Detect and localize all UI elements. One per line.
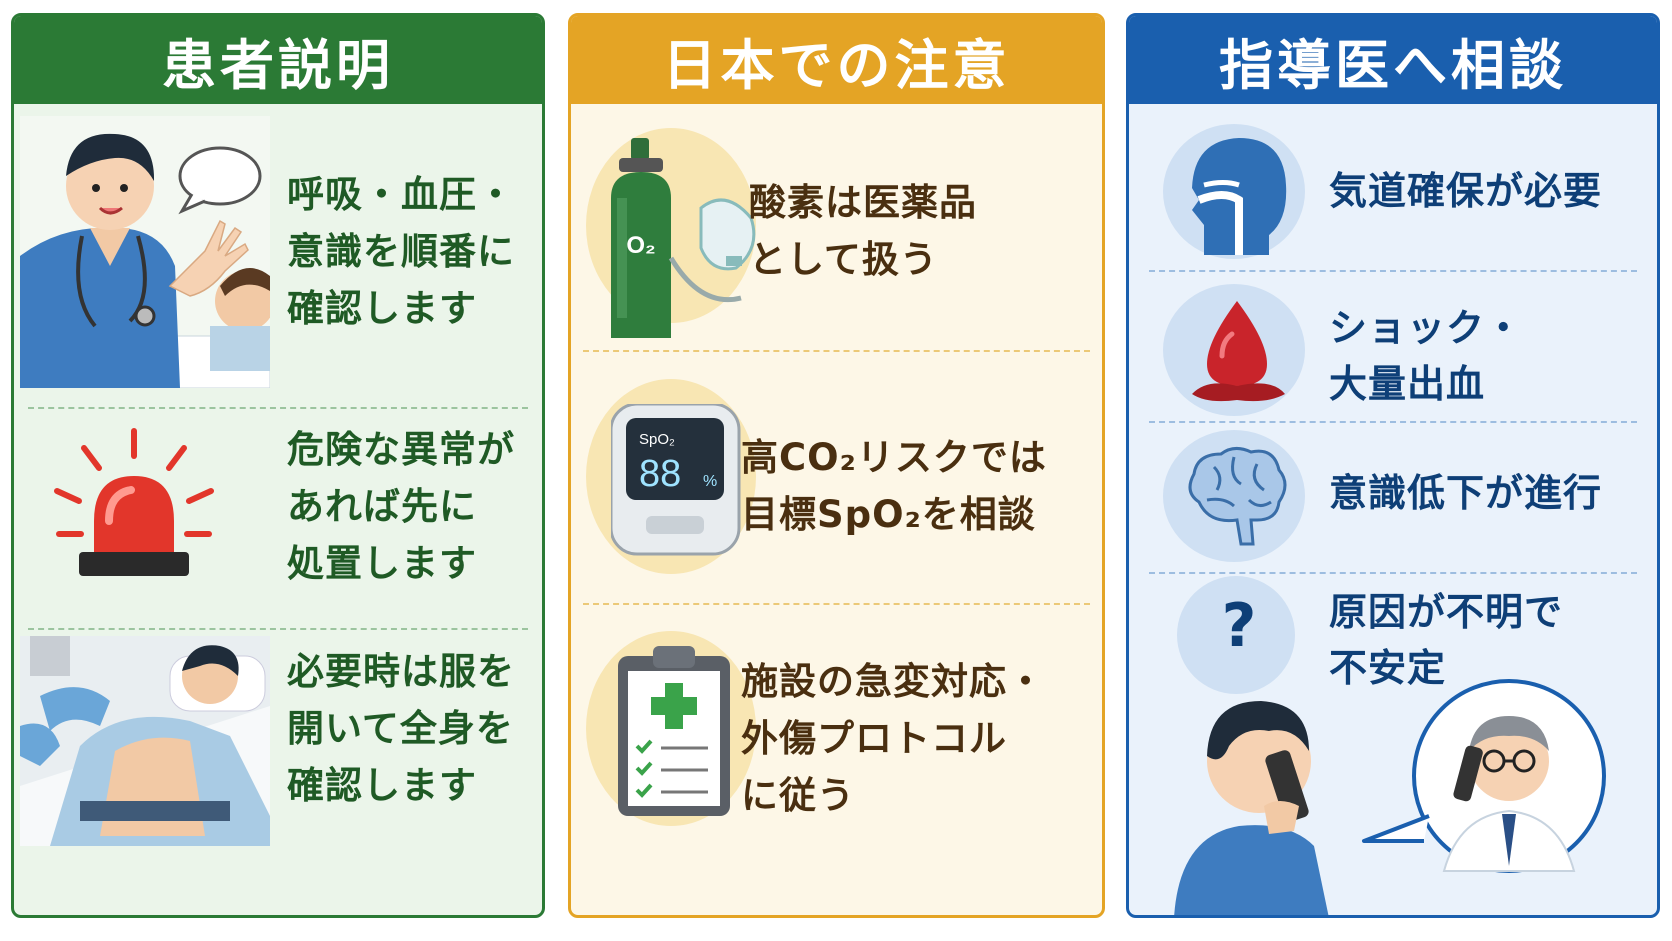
blood-drop-icon: [1187, 296, 1287, 406]
panel-title: 日本での注意: [571, 16, 1102, 104]
panel-patient-explanation: 患者説明 呼吸・血圧・: [11, 13, 545, 918]
item-text-full-body-check: 必要時は服を 開いて全身を 確認します: [287, 650, 515, 807]
icon-background: [1177, 576, 1295, 694]
alarm-light-icon: [49, 426, 214, 581]
oximeter-unit: %: [703, 473, 717, 490]
brain-icon: [1179, 442, 1294, 552]
phone-call-illustration: [1169, 656, 1639, 915]
divider: [1149, 572, 1637, 574]
clipboard-checklist-icon: [613, 641, 738, 821]
oxygen-cylinder-icon: O₂: [591, 138, 761, 338]
airway-head-icon: [1184, 130, 1294, 255]
divider: [1149, 421, 1637, 423]
panel-title: 患者説明: [14, 16, 542, 104]
item-text-shock-bleeding: ショック・ 大量出血: [1329, 306, 1524, 406]
divider: [583, 603, 1090, 605]
o2-label: O₂: [626, 232, 655, 259]
pulse-oximeter-icon: SpO₂ 88 %: [611, 404, 741, 564]
doctor-explaining-illustration: [20, 116, 270, 388]
panel-japan-cautions: 日本での注意 O₂ 酸素は医薬品 として扱う SpO₂ 88 % 高CO: [568, 13, 1105, 918]
item-text-treat-danger: 危険な異常が あれば先に 処置します: [287, 428, 515, 585]
item-text-check-vitals: 呼吸・血圧・ 意識を順番に 確認します: [287, 173, 515, 330]
item-text-oxygen-medicine: 酸素は医薬品 として扱う: [749, 181, 977, 281]
item-text-co2-risk: 高CO₂リスクでは 目標SpO₂を相談: [741, 436, 1047, 536]
panel-title: 指導医へ相談: [1129, 16, 1657, 104]
question-mark-icon: ?: [1221, 591, 1257, 661]
item-text-airway: 気道確保が必要: [1329, 169, 1603, 213]
divider: [583, 350, 1090, 352]
divider: [28, 407, 528, 409]
divider: [28, 628, 528, 630]
item-text-unknown-cause: 原因が不明で 不安定: [1329, 590, 1564, 690]
item-text-follow-protocol: 施設の急変対応・ 外傷プロトコル に従う: [741, 660, 1045, 817]
oximeter-value: 88: [639, 453, 681, 495]
item-text-consciousness-decline: 意識低下が進行: [1329, 471, 1603, 515]
panel-consult-supervisor: 指導医へ相談 気道確保が必要 ショック・ 大量出血: [1126, 13, 1660, 918]
oximeter-label: SpO₂: [639, 431, 675, 448]
patient-exam-illustration: [20, 636, 270, 846]
divider: [1149, 270, 1637, 272]
